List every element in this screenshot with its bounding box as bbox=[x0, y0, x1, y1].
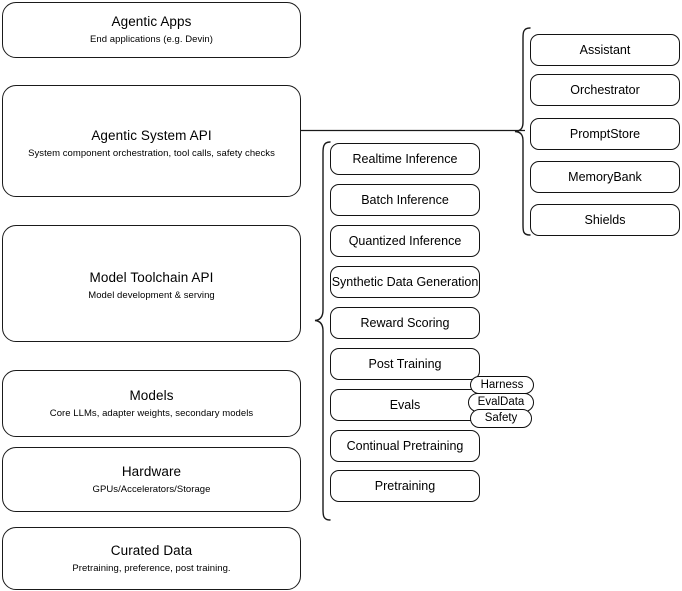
item-label: MemoryBank bbox=[568, 169, 642, 184]
item-label: Realtime Inference bbox=[352, 151, 458, 166]
eval-tag-label: Safety bbox=[484, 412, 518, 424]
item-label: Shields bbox=[584, 212, 626, 227]
layer-models[interactable]: Models Core LLMs, adapter weights, secon… bbox=[2, 370, 301, 437]
item-label: Continual Pretraining bbox=[346, 438, 464, 453]
item-label: Pretraining bbox=[374, 478, 436, 493]
layer-agentic-system-api[interactable]: Agentic System API System component orch… bbox=[2, 85, 301, 197]
layer-subtitle: System component orchestration, tool cal… bbox=[28, 148, 275, 159]
layer-model-toolchain-api[interactable]: Model Toolchain API Model development & … bbox=[2, 225, 301, 342]
item-label: Batch Inference bbox=[361, 192, 449, 207]
item-label: Assistant bbox=[579, 42, 631, 57]
item-label: Synthetic Data Generation bbox=[331, 274, 479, 289]
toolchain-item-reward-scoring[interactable]: Reward Scoring bbox=[330, 307, 480, 339]
eval-tag-evaldata[interactable]: EvalData bbox=[468, 393, 534, 412]
layer-subtitle: GPUs/Accelerators/Storage bbox=[92, 483, 211, 495]
layer-subtitle: Core LLMs, adapter weights, secondary mo… bbox=[49, 407, 254, 419]
toolchain-item-quantized-inference[interactable]: Quantized Inference bbox=[330, 225, 480, 257]
layer-title: Agentic System API bbox=[91, 128, 212, 143]
layer-title: Curated Data bbox=[110, 542, 193, 558]
eval-tag-harness[interactable]: Harness bbox=[470, 376, 534, 394]
layer-agentic-apps[interactable]: Agentic Apps End applications (e.g. Devi… bbox=[2, 2, 301, 58]
layer-title: Hardware bbox=[121, 463, 182, 479]
item-label: Orchestrator bbox=[570, 82, 640, 97]
layer-subtitle: Model development & serving bbox=[88, 290, 215, 301]
layer-title: Agentic Apps bbox=[111, 14, 192, 29]
toolchain-item-post-training[interactable]: Post Training bbox=[330, 348, 480, 380]
system-item-promptstore[interactable]: PromptStore bbox=[530, 118, 680, 150]
layer-hardware[interactable]: Hardware GPUs/Accelerators/Storage bbox=[2, 447, 301, 512]
toolchain-item-pretraining[interactable]: Pretraining bbox=[330, 470, 480, 502]
item-label: Quantized Inference bbox=[348, 233, 462, 248]
toolchain-item-continual-pretraining[interactable]: Continual Pretraining bbox=[330, 430, 480, 462]
toolchain-item-realtime-inference[interactable]: Realtime Inference bbox=[330, 143, 480, 175]
eval-tag-label: EvalData bbox=[477, 396, 525, 408]
layer-subtitle: End applications (e.g. Devin) bbox=[90, 34, 213, 45]
system-item-memorybank[interactable]: MemoryBank bbox=[530, 161, 680, 193]
toolchain-item-synthetic-data-generation[interactable]: Synthetic Data Generation bbox=[330, 266, 480, 298]
system-item-orchestrator[interactable]: Orchestrator bbox=[530, 74, 680, 106]
toolchain-item-batch-inference[interactable]: Batch Inference bbox=[330, 184, 480, 216]
toolchain-item-evals[interactable]: Evals bbox=[330, 389, 480, 421]
system-item-shields[interactable]: Shields bbox=[530, 204, 680, 236]
system-item-assistant[interactable]: Assistant bbox=[530, 34, 680, 66]
item-label: PromptStore bbox=[569, 126, 641, 141]
item-label: Post Training bbox=[368, 356, 442, 371]
item-label: Evals bbox=[389, 397, 421, 412]
item-label: Reward Scoring bbox=[360, 315, 450, 330]
layer-title: Model Toolchain API bbox=[89, 270, 214, 285]
eval-tag-label: Harness bbox=[480, 378, 524, 391]
connector-system-api-to-components bbox=[301, 120, 531, 144]
layer-curated-data[interactable]: Curated Data Pretraining, preference, po… bbox=[2, 527, 301, 590]
eval-tag-safety[interactable]: Safety bbox=[470, 409, 532, 428]
layer-subtitle: Pretraining, preference, post training. bbox=[72, 562, 231, 574]
layer-title: Models bbox=[129, 387, 174, 403]
